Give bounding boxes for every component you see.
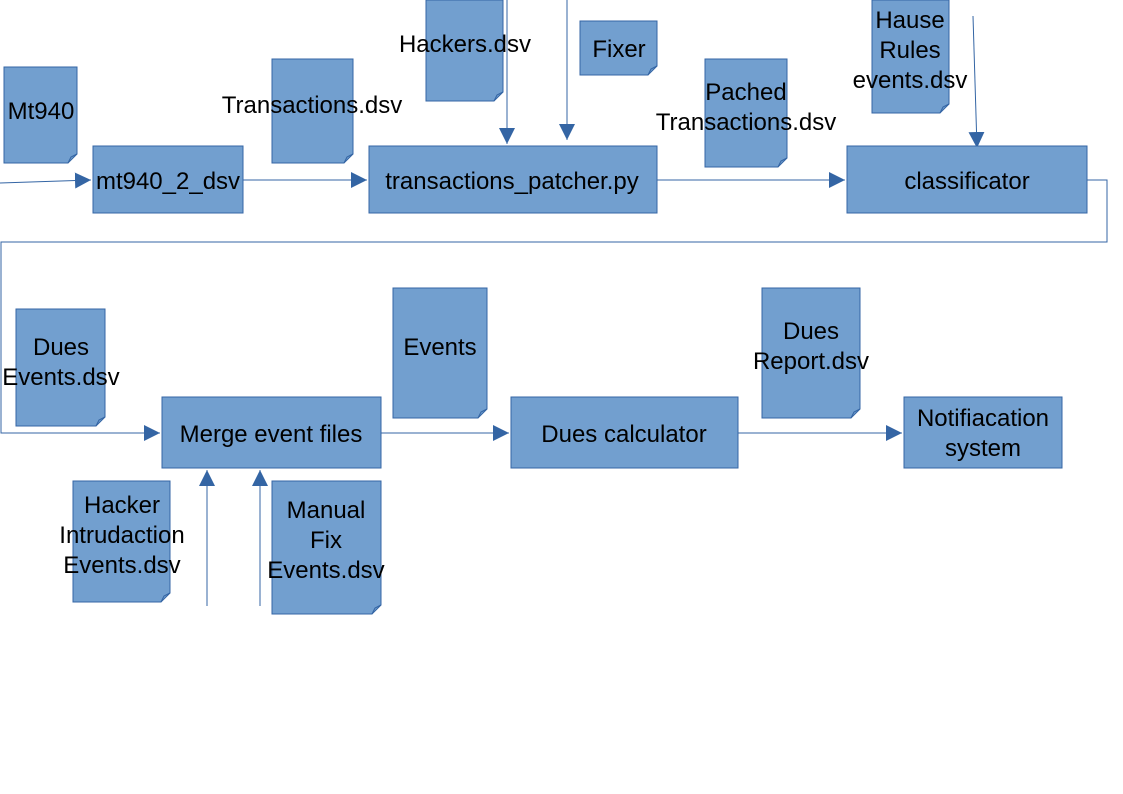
classificator-process-box: [846, 145, 1088, 214]
classificator-label: classificator: [904, 168, 1029, 195]
connector-classificator-to-merge: [0, 179, 1108, 441]
mt940-2-dsv-label: mt940_2_dsv: [96, 168, 240, 195]
events-document-shape: [392, 287, 488, 419]
mt940-label-line: Mt940: [8, 98, 75, 125]
patched-transactions-label-line: Transactions.dsv: [656, 109, 837, 136]
merge-event-files-label: Merge event files: [180, 421, 363, 448]
fixer-document-fold: [647, 65, 658, 76]
hackers-label: Hackers.dsv: [399, 31, 531, 58]
notification-system-label-line: Notifiacation: [917, 405, 1049, 432]
transactions-patcher-process-box: [368, 145, 658, 214]
hacker-intrusion-events-document-fold: [160, 592, 171, 603]
patched-transactions-label-line: Pached: [705, 79, 786, 106]
dues-events-label-line: Events.dsv: [2, 364, 119, 391]
manual-fix-events-document-fold: [371, 604, 382, 615]
manual-fix-events-label-line: Events.dsv: [267, 557, 384, 584]
connector-input-to-mt940-2-dsv: [0, 172, 92, 189]
patched-transactions-document-shape: [704, 58, 788, 168]
documents: [3, 0, 950, 615]
transactions-label-line: Transactions.dsv: [222, 92, 403, 119]
hackers-document-fold: [493, 91, 504, 102]
mt940-document-fold: [67, 153, 78, 164]
mt940-document-shape: [3, 66, 78, 164]
events-label: Events: [403, 334, 476, 361]
hacker-intrusion-events-label-line: Hacker: [84, 492, 160, 519]
mt940-2-dsv-process-box: [92, 145, 244, 214]
dues-calculator-process-box: [510, 396, 739, 469]
events-document-fold: [477, 408, 488, 419]
hackers-document-shape: [425, 0, 504, 102]
transactions-document-fold: [343, 153, 354, 164]
hacker-intrusion-events-label-line: Intrudaction: [59, 522, 184, 549]
transactions-document-shape: [271, 58, 354, 164]
merge-event-files-process-box: [161, 396, 382, 469]
manual-fix-events-document-shape: [271, 480, 382, 615]
connectors: [0, 0, 1108, 606]
classificator-label-line: classificator: [904, 168, 1029, 195]
mt940-2-dsv-label-line: mt940_2_dsv: [96, 168, 240, 195]
dues-events-document-shape: [15, 308, 106, 427]
manual-fix-events-label-line: Manual: [287, 497, 366, 524]
dues-calculator-label: Dues calculator: [541, 421, 706, 448]
notification-system-label: Notifiacation system: [917, 405, 1049, 462]
patched-transactions-document-fold: [777, 157, 788, 168]
transactions-patcher-label-line: transactions_patcher.py: [385, 168, 639, 195]
house-rules-document-fold: [939, 103, 950, 114]
labels: mt940_2_dsv transactions_patcher.py classi…: [2, 7, 1049, 584]
dues-events-document-fold: [95, 416, 106, 427]
dues-report-document-shape: [761, 287, 861, 419]
hacker-intrusion-events-document-shape: [72, 480, 171, 603]
house-rules-document-shape: [871, 0, 950, 114]
events-label-line: Events: [403, 334, 476, 361]
fixer-document-shape: [579, 20, 658, 76]
transactions-patcher-label: transactions_patcher.py: [385, 168, 639, 195]
house-rules-label-line: Rules: [879, 37, 940, 64]
hackers-label-line: Hackers.dsv: [399, 31, 531, 58]
mt940-label: Mt940: [8, 98, 75, 125]
notification-system-label-line: system: [945, 435, 1021, 462]
connector-house-rules-to-classificator: [968, 15, 985, 149]
transactions-label: Transactions.dsv: [222, 92, 403, 119]
hacker-intrusion-events-label-line: Events.dsv: [63, 552, 180, 579]
merge-event-files-label-line: Merge event files: [180, 421, 363, 448]
fixer-label-line: Fixer: [592, 36, 645, 63]
dues-report-label-line: Report.dsv: [753, 348, 869, 375]
dues-events-label-line: Dues: [33, 334, 89, 361]
house-rules-label-line: events.dsv: [853, 67, 968, 94]
dues-report-document-fold: [850, 408, 861, 419]
manual-fix-events-label-line: Fix: [310, 527, 342, 554]
notification-system-process-box: [903, 396, 1063, 469]
fixer-label: Fixer: [592, 36, 645, 63]
dues-report-label-line: Dues: [783, 318, 839, 345]
dues-calculator-label-line: Dues calculator: [541, 421, 706, 448]
processes: [92, 145, 1088, 469]
house-rules-label-line: Hause: [875, 7, 944, 34]
